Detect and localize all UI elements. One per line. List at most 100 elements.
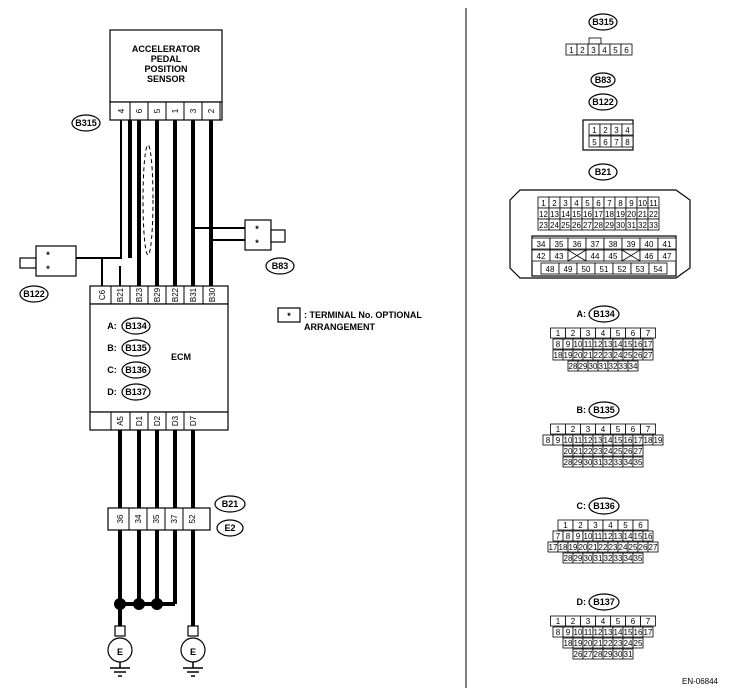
b21-pin: 32 [638,221,647,230]
b135-pin: 1 [556,425,561,434]
b135-pin: 3 [586,425,591,434]
b135-pin: 2 [571,425,576,434]
b135-prefix: B: [577,405,587,415]
b21-pin: 12 [539,210,548,219]
sensor-pin: 3 [189,108,198,113]
b135-pin: 22 [584,447,593,456]
sensor-pin: 1 [171,108,180,113]
sensor-title-line: POSITION [144,64,187,74]
b21-pin: 6 [596,199,601,208]
b136-pin: 11 [594,532,603,541]
b315-pin: 3 [591,46,596,55]
b137-pin: 26 [574,650,583,659]
b135-pin: 15 [614,436,623,445]
b135-pin: 14 [604,436,613,445]
b21-pin: 28 [594,221,603,230]
b135-pin: 16 [624,436,633,445]
b21-pin: 39 [627,240,636,249]
shield-outline [142,144,154,256]
conn-label-b21: B21 [595,167,612,177]
b21-cell [657,237,677,250]
b134-pin: 32 [609,362,618,371]
b134-pin: 17 [644,340,653,349]
b135-pin: 8 [546,436,551,445]
b137-pin: 2 [571,617,576,626]
b136-pin: 17 [549,543,558,552]
b21-pin: 14 [561,210,570,219]
b135-pin: 30 [584,458,593,467]
b21-pin: 2 [552,199,557,208]
b315-pin: 1 [569,46,574,55]
b134-prefix: A: [577,309,587,319]
b136-pin: 22 [599,543,608,552]
ecm-ref-B136-oval [121,361,151,379]
sensor-title-line: SENSOR [147,74,186,84]
b21-pin: 21 [638,210,647,219]
label-joint-e2: E2 [224,523,235,533]
ecm-top-pin: B22 [171,287,180,302]
b21-pin: 47 [663,252,672,261]
b21-pin: 52 [618,265,627,274]
b21-pin: 24 [550,221,559,230]
b21-pin: 11 [649,199,658,208]
b136-pin: 10 [584,532,593,541]
b135-pin: 24 [604,447,613,456]
b134-pin: 30 [589,362,598,371]
b21-pin: 46 [645,252,654,261]
b134-pin: 20 [574,351,583,360]
b134-pin: 33 [619,362,628,371]
b137-pin: 4 [601,617,606,626]
b21-pin: 3 [563,199,568,208]
b137-pin: 6 [631,617,636,626]
b134-pin: 15 [624,340,633,349]
sensor-title-line: ACCELERATOR [132,44,201,54]
b122-connector [35,245,77,277]
b134-pin: 5 [616,329,621,338]
b134-pin: 29 [579,362,588,371]
b134-pin: 10 [574,340,583,349]
b21-pin: 33 [649,221,658,230]
label-joint-b21-oval [214,495,246,513]
b136-pin: 1 [563,521,568,530]
conn-label-b137: B137 [593,597,615,607]
b135-pin: 33 [614,458,623,467]
b137-pin: 10 [574,628,583,637]
conn-label-b122-oval [588,93,618,111]
label-b315: B315 [75,118,97,128]
ecm-ref-prefix: B: [107,343,117,353]
b21-pin: 35 [555,240,564,249]
b21-cell [647,218,660,231]
b21-pin: 51 [600,265,609,274]
b135-pin: 10 [564,436,573,445]
b137-pin: 5 [616,617,621,626]
b134-pin: 4 [601,329,606,338]
b136-pin: 6 [638,521,643,530]
b137-pin: 18 [564,639,573,648]
b135-pin: 19 [654,436,663,445]
b137-pin: 31 [624,650,633,659]
b137-pin: 21 [594,639,603,648]
b135-pin: 5 [616,425,621,434]
b135-pin: 31 [594,458,603,467]
b21-blank [567,249,587,262]
b315-pin: 5 [613,46,618,55]
conn-label-b134: B134 [593,309,615,319]
b137-pin: 11 [584,628,593,637]
ecm-ref-B135-oval [121,339,151,357]
conn-label-b135: B135 [593,405,615,415]
b135-pin: 20 [564,447,573,456]
b136-pin: 20 [579,543,588,552]
sensor-box [109,29,223,103]
sensor-pin: 5 [153,108,162,113]
b315-pin: 2 [580,46,585,55]
b122-star: * [46,264,50,274]
b136-pin: 16 [644,532,653,541]
b137-pin: 14 [614,628,623,637]
b134-pin: 18 [554,351,563,360]
joint-pin: 37 [170,514,179,523]
b136-pin: 8 [566,532,571,541]
ground-label: E [190,647,196,657]
b315-cell [620,43,633,56]
b21-pin: 54 [654,265,663,274]
